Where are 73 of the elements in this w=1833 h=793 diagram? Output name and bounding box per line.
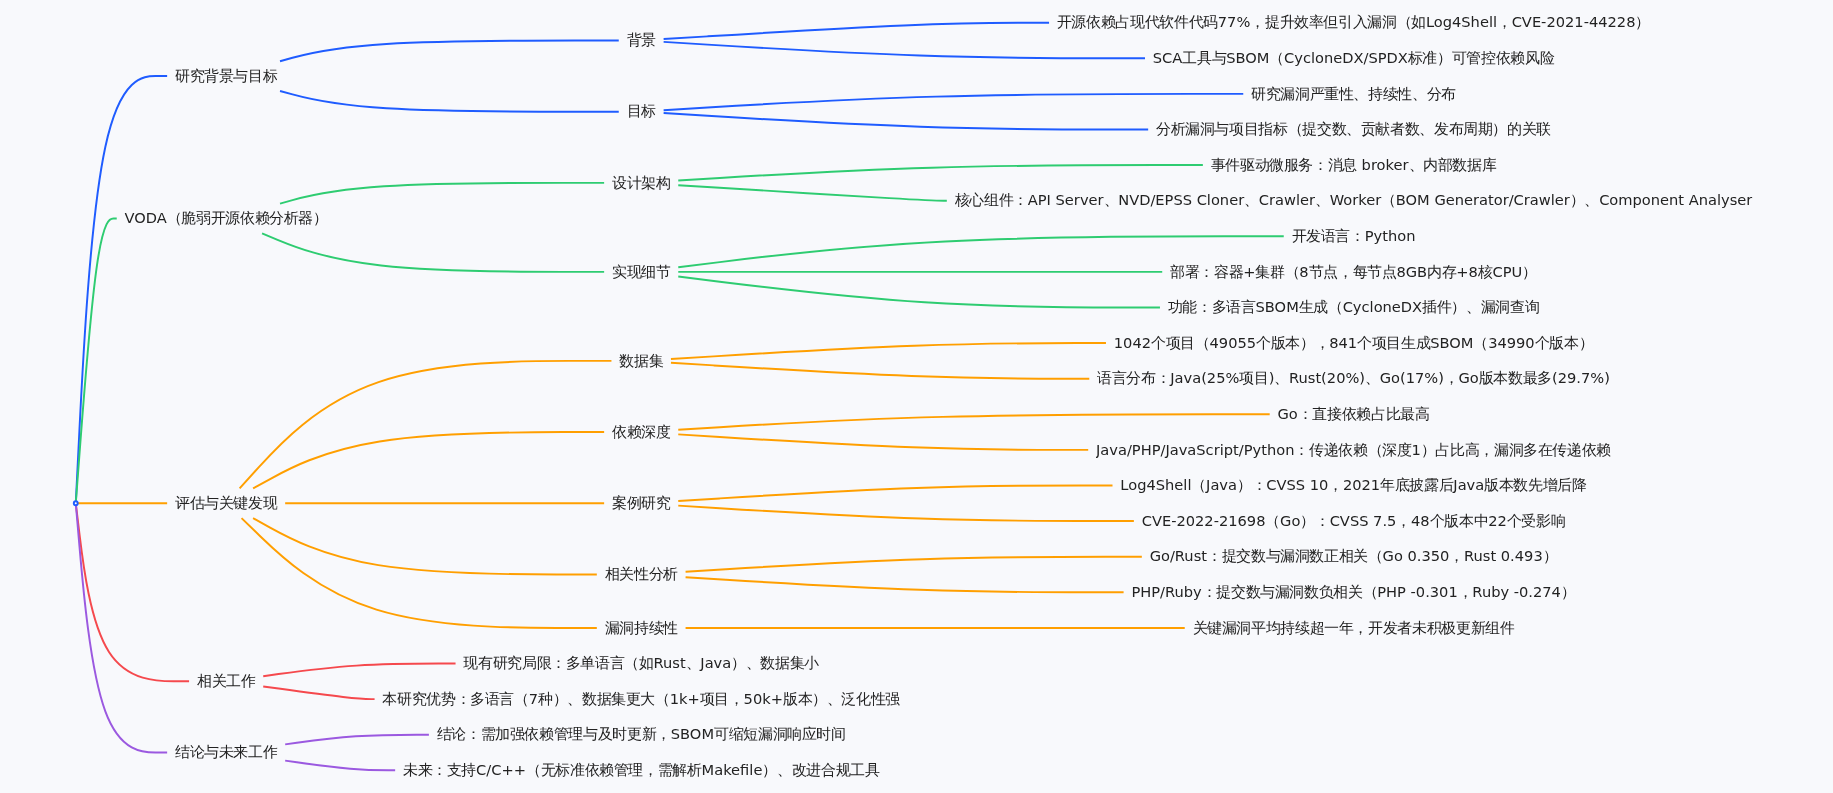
node-text: 研究漏洞严重性、持续性、分布 [1250, 84, 1456, 103]
node-text: 本研究优势：多语言（7种）、数据集更大（1k+项目，50k+版本）、泛化性强 [381, 690, 900, 708]
connector [662, 92, 1244, 112]
connector [676, 413, 1271, 431]
connector [238, 359, 612, 490]
connector [676, 184, 948, 202]
node-text: 评估与关键发现 [174, 494, 277, 512]
connector [261, 685, 376, 701]
node-text: 数据集 [618, 351, 663, 370]
node-text: 漏洞持续性 [604, 618, 678, 637]
connector [261, 662, 457, 678]
connector [684, 626, 1186, 629]
node-text: 相关工作 [196, 672, 255, 690]
connector [240, 517, 598, 629]
node-text: 案例研究 [611, 494, 670, 512]
connector [684, 555, 1143, 573]
node-text: 研究背景与目标 [174, 67, 277, 85]
connector [676, 504, 1135, 523]
connector [662, 112, 1149, 131]
connector [278, 89, 620, 113]
node-text: Log4Shell（Java）：CVSS 10，2021年底披露后Java版本数先增后降 [1119, 476, 1587, 495]
node-text: 功能：多语言SBOM生成（CycloneDX插件）、漏洞查询 [1167, 298, 1539, 317]
connector [251, 517, 598, 576]
node-text: 现有研究局限：多单语言（如Rust、Java）、数据集小 [462, 654, 819, 673]
connector [676, 164, 1204, 182]
connector [662, 40, 1146, 60]
node-text: 部署：容器+集群（8节点，每节点8GB内存+8核CPU） [1169, 262, 1537, 281]
node-circle [72, 500, 79, 507]
node-text: 背景 [626, 31, 656, 50]
connector [676, 235, 1285, 269]
node-text: 核心组件：API Server、NVD/EPSS Cloner、Crawler、Worker（BOM Generator/Crawler）、Component Analyser [954, 191, 1752, 210]
node-text: VODA（脆弱开源依赖分析器） [124, 209, 328, 228]
node-text: 实现细节 [611, 262, 670, 281]
connector [74, 217, 118, 503]
node-text: 开发语言：Python [1291, 227, 1415, 245]
node-text: Java/PHP/JavaScript/Python：传递依赖（深度1）占比高，漏洞多在传递依赖 [1095, 440, 1611, 459]
connector [76, 502, 168, 505]
connector [74, 504, 168, 754]
connector [669, 361, 1090, 380]
node-text: 设计架构 [611, 173, 670, 192]
connector [676, 433, 1089, 451]
node-text: 未来：支持C/C++（无标准依赖管理，需解析Makefile）、改进合规工具 [402, 761, 879, 779]
connector [278, 39, 620, 63]
node-text: 分析漏洞与项目指标（提交数、贡献者数、发布周期）的关联 [1155, 120, 1551, 139]
node-text: 开源依赖占现代软件代码77%，提升效率但引入漏洞（如Log4Shell，CVE-2021-44228） [1056, 13, 1650, 32]
connector [676, 270, 1163, 273]
connector [676, 275, 1161, 309]
node-text: 事件驱动微服务：消息 broker、内部数据库 [1210, 156, 1496, 174]
node-text: PHP/Ruby：提交数与漏洞数负相关（PHP -0.301，Ruby -0.274） [1130, 583, 1576, 601]
connector [260, 232, 605, 273]
node-text: Go：直接依赖占比最高 [1277, 405, 1429, 423]
node-text: 目标 [626, 102, 656, 121]
node-text: 1042个项目（49055个版本），841个项目生成SBOM（34990个版本） [1113, 334, 1593, 352]
connector [278, 181, 605, 205]
node-text: Go/Rust：提交数与漏洞数正相关（Go 0.350，Rust 0.493） [1149, 547, 1557, 566]
connector [283, 759, 396, 772]
node-text: 结论：需加强依赖管理与及时更新，SBOM可缩短漏洞响应时间 [436, 725, 846, 744]
node-text: 结论与未来工作 [174, 743, 277, 762]
node-text: CVE-2022-21698（Go）：CVSS 7.5，48个版本中22个受影响 [1141, 512, 1565, 530]
connector [676, 484, 1113, 502]
connector [662, 21, 1050, 41]
node-text: 相关性分析 [604, 565, 678, 584]
connector [283, 502, 605, 505]
node-text: 关键漏洞平均持续超一年，开发者未积极更新组件 [1192, 618, 1514, 637]
connector [283, 733, 430, 746]
connector [684, 576, 1125, 594]
node-text: SCA工具与SBOM（CycloneDX/SPDX标准）可管控依赖风险 [1152, 49, 1554, 67]
node-text: 语言分布：Java(25%项目)、Rust(20%)、Go(17%)，Go版本数最多(29.7%) [1096, 369, 1610, 388]
connector [669, 342, 1107, 360]
connector [74, 75, 168, 503]
connector [251, 431, 605, 490]
connector [74, 504, 190, 683]
node-text: 依赖深度 [611, 423, 670, 441]
